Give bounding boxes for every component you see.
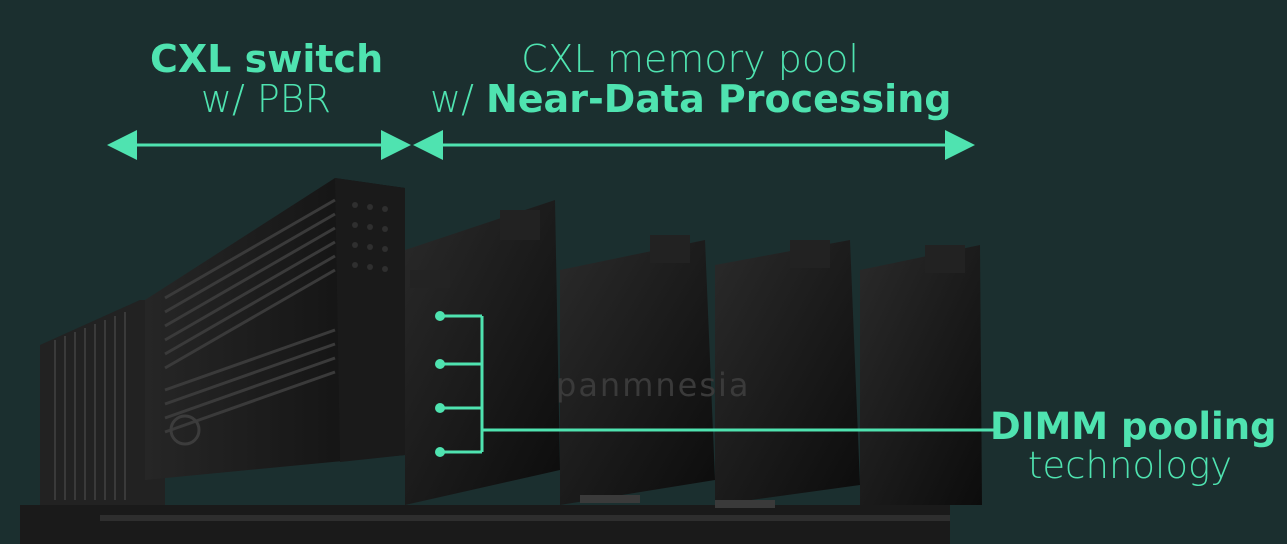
dimm-point	[435, 403, 445, 413]
memory-pool-label: CXL memory pool w/ Near-Data Processing	[430, 37, 952, 121]
memory-pool-title: CXL memory pool	[521, 37, 859, 81]
memory-pool-card	[715, 240, 860, 505]
dimm-point	[435, 447, 445, 457]
base-rail	[20, 505, 950, 544]
memory-pool-card	[560, 235, 715, 505]
memory-pool-subtitle-prefix: w/	[430, 76, 474, 121]
cxl-switch-label: CXL switch w/ PBR	[150, 37, 384, 121]
dimm-pooling-subtitle: technology	[1027, 443, 1233, 487]
dimm-point	[435, 359, 445, 369]
brand-logo-text: panmnesia	[556, 366, 751, 404]
dimm-pooling-label: DIMM pooling technology	[990, 405, 1277, 487]
cxl-switch-subtitle: w/ PBR	[200, 76, 332, 121]
heatsink	[40, 300, 165, 505]
memory-pool-subtitle-bold: Near-Data Processing	[485, 76, 952, 121]
switch-logo-icon	[169, 414, 201, 446]
cxl-switch-chassis	[145, 178, 405, 480]
memory-pool-card	[860, 245, 982, 505]
cxl-switch-title: CXL switch	[150, 37, 384, 81]
dimm-pooling-bracket	[440, 314, 995, 454]
dimm-point	[435, 311, 445, 321]
dimm-pooling-title: DIMM pooling	[990, 405, 1277, 448]
